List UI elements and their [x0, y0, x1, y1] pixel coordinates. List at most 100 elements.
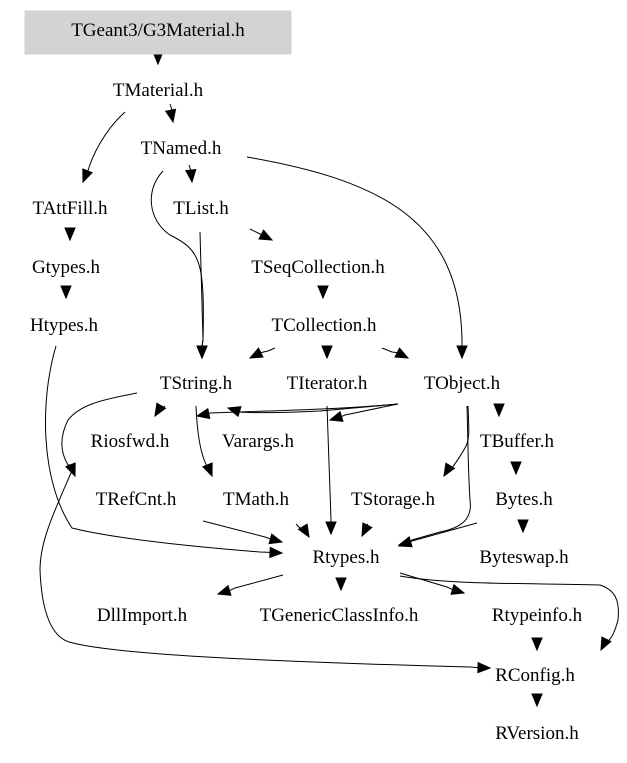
node-label: TObject.h [424, 373, 501, 394]
node-label: Byteswap.h [479, 547, 569, 568]
arrowhead-icon [226, 406, 242, 418]
edge-RConfig-to-RVersion [531, 693, 543, 708]
edge-line [188, 164, 192, 171]
node-tmaterial[interactable]: TMaterial.h [113, 80, 204, 101]
node-rconfig[interactable]: RConfig.h [495, 665, 575, 686]
node-rtypeinfo[interactable]: Rtypeinfo.h [492, 605, 583, 626]
edge-TString-to-Riosfwd [154, 402, 167, 418]
node-tseqcollection[interactable]: TSeqCollection.h [251, 257, 385, 278]
arrowhead-icon [258, 229, 274, 241]
node-label: Bytes.h [495, 489, 553, 510]
arrowhead-icon [325, 521, 337, 536]
edge-line [39, 465, 479, 669]
edge-line [449, 405, 470, 472]
edge-line [61, 392, 138, 466]
edge-TCollection-to-TIterator [321, 345, 333, 360]
edge-Gtypes-to-Htypes [60, 285, 72, 300]
edge-TBuffer-to-Rtypes [397, 522, 478, 548]
node-label: TString.h [160, 373, 233, 394]
arrowhead-icon [202, 462, 213, 478]
node-label: Gtypes.h [32, 257, 101, 278]
arrowhead-icon [600, 636, 612, 652]
edge-TMath-to-Rtypes [295, 523, 310, 539]
arrowhead-icon [443, 462, 456, 478]
edge-TString-to-TMath [195, 405, 213, 478]
arrowhead-icon [510, 461, 522, 476]
node-gtypes[interactable]: Gtypes.h [32, 257, 101, 278]
edge-line [410, 522, 478, 543]
node-root[interactable]: TGeant3/G3Material.h [24, 10, 292, 55]
node-trefcnt[interactable]: TRefCnt.h [96, 489, 177, 510]
arrowhead-icon [82, 168, 93, 184]
node-tgenericclassinfo[interactable]: TGenericClassInfo.h [260, 605, 419, 626]
node-htypes[interactable]: Htypes.h [30, 315, 99, 336]
node-label: TGeant3/G3Material.h [71, 20, 245, 41]
node-tnamed[interactable]: TNamed.h [141, 138, 222, 159]
node-label: TStorage.h [351, 489, 435, 510]
node-label: DllImport.h [97, 605, 188, 626]
edge-line [341, 403, 399, 418]
edge-line [86, 111, 126, 175]
node-tbuffer[interactable]: TBuffer.h [480, 431, 555, 452]
arrowhead-icon [328, 410, 344, 422]
edge-line [249, 228, 262, 236]
edge-TMaterial-to-TAttFill [82, 111, 126, 184]
edge-TIterator-to-Rtypes [325, 405, 337, 536]
edge-TCollection-to-TString [248, 347, 276, 359]
arrowhead-icon [361, 522, 373, 538]
edge-line [150, 170, 204, 347]
edge-TObject-to-TString [195, 403, 399, 420]
node-byteswap[interactable]: Byteswap.h [479, 547, 569, 568]
node-bytes[interactable]: Bytes.h [495, 489, 553, 510]
edge-TAttFill-to-Gtypes [64, 227, 76, 242]
node-tcollection[interactable]: TCollection.h [271, 315, 377, 336]
arrowhead-icon [394, 347, 410, 359]
root-node-box [24, 10, 292, 55]
edge-TObject-to-Rtypes [397, 405, 471, 548]
node-rtypes[interactable]: Rtypes.h [312, 547, 380, 568]
edge-TList-to-TSeqCollection [249, 228, 274, 241]
node-tmath[interactable]: TMath.h [223, 489, 289, 510]
node-label: TIterator.h [287, 373, 368, 394]
edge-line [246, 156, 463, 346]
node-tobject[interactable]: TObject.h [424, 373, 501, 394]
edge-line [260, 347, 276, 354]
node-label: Riosfwd.h [91, 431, 170, 452]
edge-TSeqCollection-to-TCollection [317, 285, 329, 300]
edge-line [381, 347, 398, 354]
edge-line [202, 520, 271, 540]
arrowhead-icon [154, 402, 167, 418]
node-varargs[interactable]: Varargs.h [222, 431, 294, 452]
node-tlist[interactable]: TList.h [173, 198, 229, 219]
edge-TRefCnt-to-Rtypes [202, 520, 284, 545]
node-label: TMaterial.h [113, 80, 204, 101]
nodes-layer: TGeant3/G3Material.hTMaterial.hTNamed.hT… [24, 10, 583, 744]
edge-line [199, 231, 204, 347]
node-tattfill[interactable]: TAttFill.h [32, 198, 108, 219]
edge-TString-to-TRefCnt [61, 392, 138, 478]
edge-TNamed-to-TObject [246, 156, 468, 360]
edge-TNamed-to-TList [185, 164, 197, 184]
node-label: Htypes.h [30, 315, 99, 336]
arrowhead-icon [185, 168, 197, 184]
node-rversion[interactable]: RVersion.h [495, 723, 579, 744]
node-titerator[interactable]: TIterator.h [287, 373, 368, 394]
node-dllimport[interactable]: DllImport.h [97, 605, 188, 626]
node-label: TBuffer.h [480, 431, 555, 452]
node-label: RVersion.h [495, 723, 579, 744]
edge-line [399, 572, 453, 591]
node-riosfwd[interactable]: Riosfwd.h [91, 431, 170, 452]
edge-line [326, 405, 332, 522]
arrowhead-icon [269, 546, 284, 559]
node-label: TGenericClassInfo.h [260, 605, 419, 626]
node-tstring[interactable]: TString.h [160, 373, 233, 394]
arrowhead-icon [268, 533, 284, 545]
node-label: TAttFill.h [32, 198, 108, 219]
edges-layer [39, 51, 619, 708]
arrowhead-icon [321, 345, 333, 360]
node-tstorage[interactable]: TStorage.h [351, 489, 435, 510]
arrowhead-icon [196, 345, 208, 360]
arrowhead-icon [456, 345, 468, 360]
arrowhead-icon [297, 523, 310, 539]
edge-line [399, 575, 619, 643]
